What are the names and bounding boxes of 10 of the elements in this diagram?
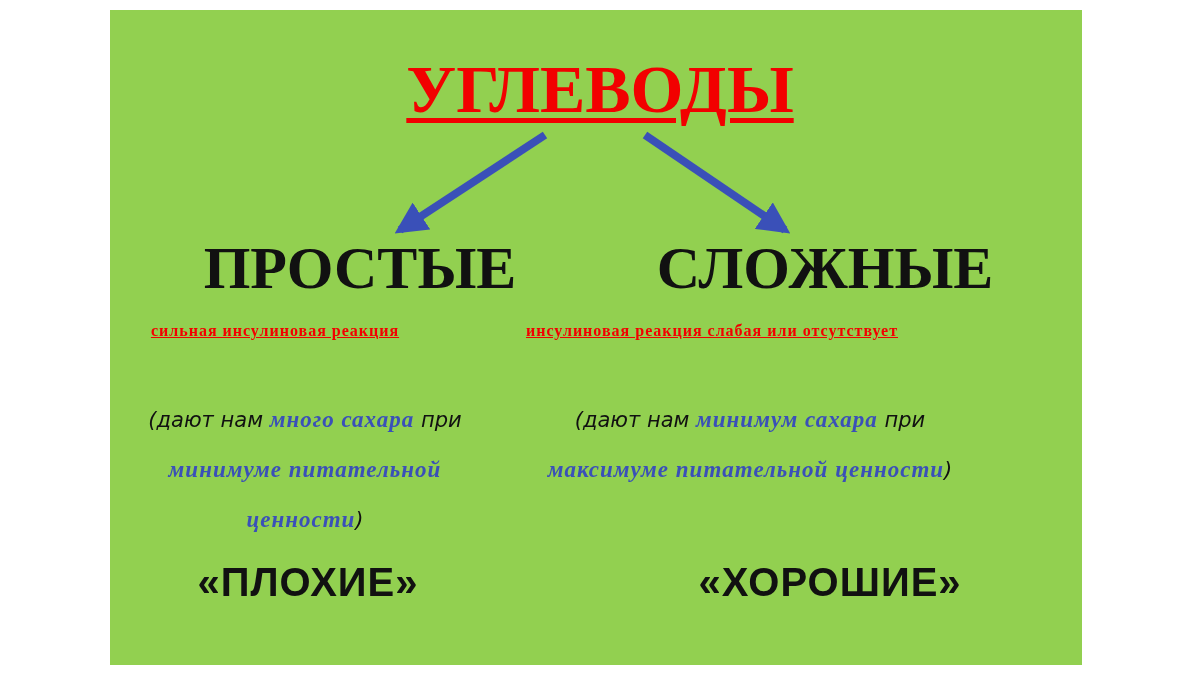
- effect-note: инсулиновая реакция слабая или отсутствует: [525, 321, 899, 342]
- category-heading: ПРОСТЫЕ: [203, 238, 517, 298]
- category-heading: СЛОЖНЫЕ: [656, 238, 994, 298]
- verdict-text: «ХОРОШИЕ»: [698, 560, 962, 605]
- effect-note: сильная инсулиновая реакция: [149, 321, 401, 342]
- description-text: (дают нам минимум сахара при максимуме питательной ценности): [546, 406, 954, 484]
- description-text: (дают нам много сахара при минимуме питательной ценности): [147, 406, 463, 534]
- arrow: [394, 131, 548, 234]
- verdict-text: «ПЛОХИЕ»: [197, 560, 419, 605]
- arrow: [642, 131, 791, 234]
